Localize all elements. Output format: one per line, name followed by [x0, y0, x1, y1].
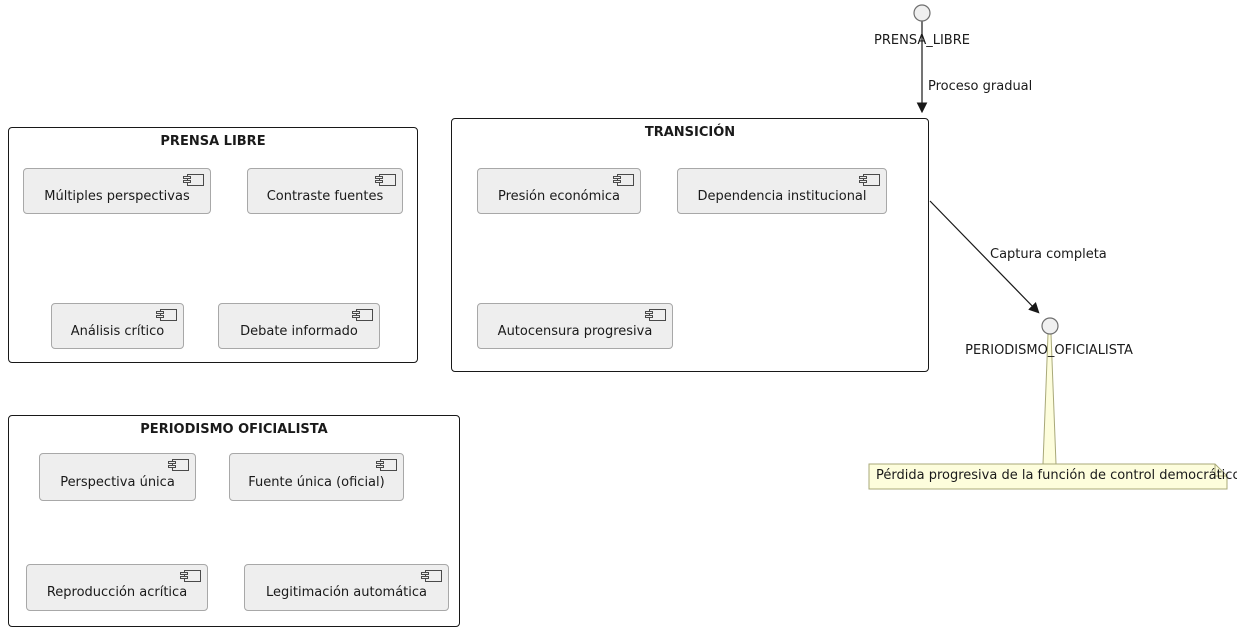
- component-label: Fuente única (oficial): [248, 474, 385, 490]
- component-icon: [421, 570, 442, 582]
- component-icon: [156, 309, 177, 321]
- package-title: PRENSA LIBRE: [160, 134, 266, 149]
- component-label: Análisis crítico: [70, 323, 165, 339]
- component-label: Perspectiva única: [60, 474, 175, 490]
- component-label: Reproducción acrítica: [46, 585, 188, 600]
- component-contraste-fuentes: Contraste fuentes: [247, 168, 403, 214]
- component-autocensura-progresiva: Autocensura progresiva: [477, 303, 673, 349]
- interface-circle-prensa-libre: [913, 4, 931, 22]
- component-reproduccion-acritica: Reproducción acrítica: [26, 564, 208, 611]
- component-label: Autocensura progresiva: [497, 323, 653, 339]
- component-label: Presión económica: [497, 188, 621, 204]
- component-perspectiva-unica: Perspectiva única: [39, 453, 196, 501]
- component-fuente-unica-oficial: Fuente única (oficial): [229, 453, 404, 501]
- component-icon: [180, 570, 201, 582]
- interface-circle-periodismo-oficialista: [1041, 317, 1059, 335]
- component-icon: [613, 174, 634, 186]
- component-label: Legitimación automática: [265, 585, 427, 600]
- package-title: PERIODISMO OFICIALISTA: [140, 422, 328, 437]
- component-icon: [352, 309, 373, 321]
- component-label: Debate informado: [240, 323, 358, 339]
- component-icon: [859, 174, 880, 186]
- component-icon: [645, 309, 666, 321]
- component-dependencia-institucional: Dependencia institucional: [677, 168, 887, 214]
- component-analisis-critico: Análisis crítico: [51, 303, 184, 349]
- interface-label-prensa-libre: PRENSA_LIBRE: [874, 33, 970, 48]
- component-icon: [168, 459, 189, 471]
- component-icon: [376, 459, 397, 471]
- package-prensa-libre: PRENSA LIBRE Múltiples perspectivas Cont…: [8, 127, 418, 363]
- note-fold: [1214, 464, 1227, 477]
- component-legitimacion-automatica: Legitimación automática: [244, 564, 449, 611]
- edge-captura-completa-line: [929, 200, 1040, 314]
- edge-label-proceso-gradual: Proceso gradual: [928, 79, 1033, 94]
- component-presion-economica: Presión económica: [477, 168, 641, 214]
- note-body: [868, 463, 1228, 490]
- note-text: Pérdida progresiva de la función de cont…: [876, 468, 1237, 483]
- component-icon: [375, 174, 396, 186]
- package-title: TRANSICIÓN: [644, 125, 736, 140]
- edge-label-captura-completa: Captura completa: [990, 247, 1107, 262]
- package-transicion: TRANSICIÓN Presión económica Dependencia…: [451, 118, 929, 372]
- component-debate-informado: Debate informado: [218, 303, 380, 349]
- component-icon: [183, 174, 204, 186]
- component-multiples-perspectivas: Múltiples perspectivas: [23, 168, 211, 214]
- interface-label-periodismo-oficialista: PERIODISMO_OFICIALISTA: [965, 343, 1133, 358]
- component-label: Contraste fuentes: [266, 188, 384, 204]
- component-label: Dependencia institucional: [697, 188, 867, 204]
- package-periodismo-oficialista: PERIODISMO OFICIALISTA Perspectiva única…: [8, 415, 460, 627]
- component-label: Múltiples perspectivas: [44, 188, 190, 204]
